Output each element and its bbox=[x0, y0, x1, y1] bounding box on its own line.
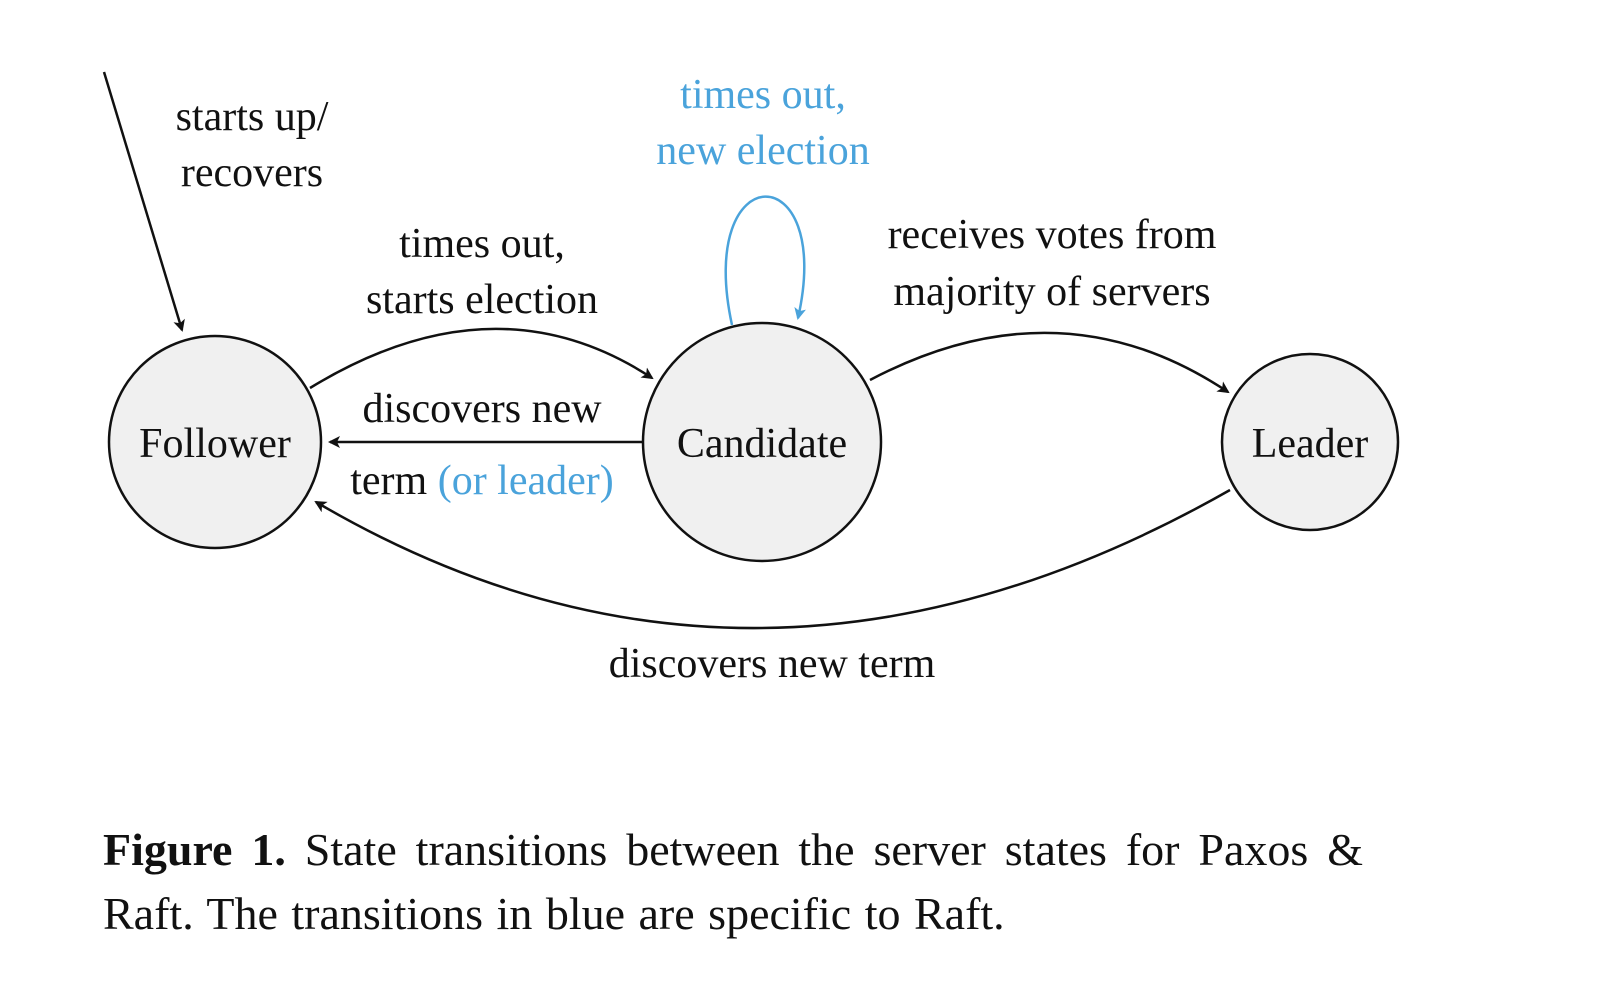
leader-to-follower-arrow bbox=[314, 488, 1231, 630]
candidate-to-follower-leader-text: (or leader) bbox=[438, 458, 614, 504]
start-arrow bbox=[102, 71, 185, 332]
leader-to-follower-label: discovers new term bbox=[609, 641, 936, 687]
follower-to-candidate-arrow bbox=[309, 327, 654, 390]
start-label-line1: starts up/ bbox=[176, 94, 329, 140]
candidate-label: Candidate bbox=[677, 421, 847, 467]
start-label-line2: recovers bbox=[181, 150, 323, 196]
leader-node[interactable]: Leader bbox=[1220, 352, 1400, 532]
candidate-node[interactable]: Candidate bbox=[641, 321, 883, 563]
leader-label: Leader bbox=[1252, 421, 1369, 467]
figure-caption-text: State transitions between the server sta… bbox=[103, 824, 1363, 939]
candidate-to-follower-label-line1: discovers new bbox=[362, 386, 602, 432]
candidate-to-follower-label-line2: term (or leader) bbox=[350, 458, 614, 504]
follower-to-candidate-label-line1: times out, bbox=[399, 221, 565, 267]
candidate-to-leader-label-line2: majority of servers bbox=[893, 269, 1210, 315]
candidate-self-loop-arrow[interactable] bbox=[724, 195, 807, 326]
follower-label: Follower bbox=[139, 421, 291, 467]
candidate-self-label-line1: times out, bbox=[680, 72, 846, 118]
candidate-to-leader-label-line1: receives votes from bbox=[888, 212, 1217, 258]
follower-to-candidate-label-line2: starts election bbox=[366, 277, 598, 323]
candidate-to-follower-term-text: term bbox=[350, 458, 437, 504]
candidate-to-leader-arrow bbox=[869, 331, 1230, 394]
candidate-self-label-line2: new election bbox=[656, 128, 869, 174]
figure-caption-label: Figure 1. bbox=[103, 824, 286, 875]
figure-caption: Figure 1. State transitions between the … bbox=[103, 818, 1363, 946]
follower-node[interactable]: Follower bbox=[107, 334, 323, 550]
